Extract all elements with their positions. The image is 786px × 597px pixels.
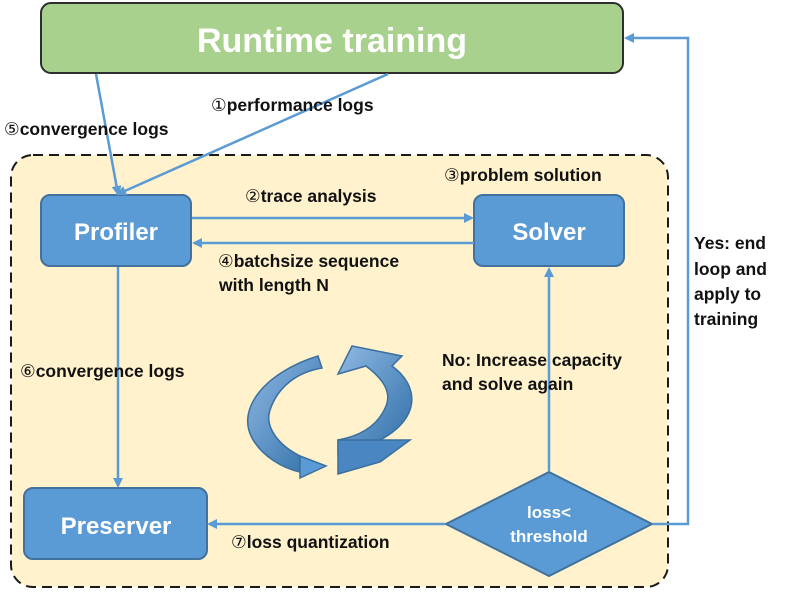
label-yes-branch-line4: training (694, 309, 758, 329)
label-performance-logs: ①performance logs (211, 95, 374, 116)
arrow-performance-logs (116, 72, 389, 196)
decision-line1: loss< (527, 503, 571, 522)
label-batchsize-sequence: ④batchsize sequence (218, 251, 399, 272)
label-no-branch-line1: No: Increase capacity (442, 350, 622, 370)
label-yes-branch-line3: apply to (694, 284, 761, 304)
label-convergence-logs-top: ⑤convergence logs (4, 119, 169, 140)
preserver-label: Preserver (61, 513, 172, 540)
label-problem-solution: ③problem solution (444, 165, 602, 186)
runtime-training-box[interactable]: Runtime training (40, 2, 624, 74)
solver-label: Solver (512, 219, 585, 246)
arrow-yes-branch (624, 33, 690, 526)
decision-line2: threshold (510, 527, 587, 546)
arrow-convergence-logs-top (94, 73, 122, 196)
solver-box[interactable]: Solver (473, 194, 625, 267)
label-trace-analysis: ②trace analysis (245, 186, 377, 207)
label-yes-branch-line1: Yes: end (694, 233, 766, 253)
profiler-label: Profiler (74, 219, 158, 246)
label-loss-quantization: ⑦loss quantization (231, 532, 390, 553)
preserver-box[interactable]: Preserver (23, 487, 208, 560)
loss-threshold-decision[interactable]: loss< threshold (443, 470, 655, 578)
profiler-box[interactable]: Profiler (40, 194, 192, 267)
label-convergence-logs-side: ⑥convergence logs (20, 361, 185, 382)
circular-arrows-icon (246, 345, 413, 480)
label-batchsize-sequence-line2: with length N (218, 275, 329, 295)
label-no-branch-line2: and solve again (442, 374, 573, 394)
runtime-training-label: Runtime training (197, 22, 467, 60)
label-yes-branch-line2: loop and (694, 259, 767, 279)
